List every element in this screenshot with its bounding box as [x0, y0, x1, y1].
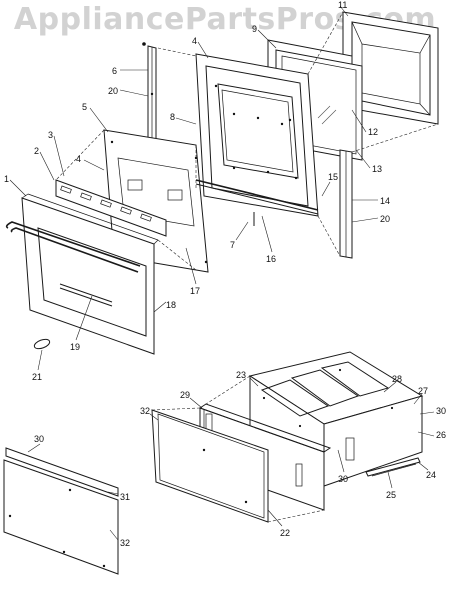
- callout-5: 5: [82, 102, 87, 112]
- drawer-slide-rail: [365, 457, 421, 477]
- callout-27: 27: [418, 386, 428, 396]
- callout-29: 29: [180, 390, 190, 400]
- callout-8: 8: [170, 112, 175, 122]
- callout-11: 11: [338, 0, 347, 10]
- callout-20b: 20: [380, 214, 390, 224]
- callout-4b: 4: [76, 154, 81, 164]
- callout-30c: 30: [34, 434, 44, 444]
- callout-7: 7: [230, 240, 235, 250]
- door-side-trim: [339, 149, 353, 259]
- callout-9: 9: [252, 24, 257, 34]
- callout-14: 14: [380, 196, 390, 206]
- callout-18: 18: [166, 300, 176, 310]
- lower-drawer-panel: [3, 447, 119, 575]
- callout-13: 13: [372, 164, 382, 174]
- callout-23: 23: [236, 370, 246, 380]
- callout-15: 15: [328, 172, 338, 182]
- callout-16: 16: [266, 254, 276, 264]
- callout-4a: 4: [192, 36, 197, 46]
- callout-3: 3: [48, 130, 53, 140]
- door-bottom-strips: [195, 179, 319, 226]
- clip-part: [33, 338, 51, 350]
- door-handle: [5, 221, 141, 307]
- callout-22: 22: [280, 528, 290, 538]
- callout-31: 31: [120, 492, 130, 502]
- door-vent-trim: [55, 179, 167, 237]
- callout-30b: 30: [338, 474, 348, 484]
- callout-30a: 30: [436, 406, 446, 416]
- callout-28: 28: [392, 374, 402, 384]
- callout-32a: 32: [140, 406, 150, 416]
- leader-lines: [9, 5, 435, 541]
- callout-26: 26: [436, 430, 446, 440]
- callout-25: 25: [386, 490, 396, 500]
- callout-19: 19: [70, 342, 80, 352]
- callout-21: 21: [32, 372, 42, 382]
- inner-door-frame: [195, 53, 319, 217]
- callout-24: 24: [426, 470, 436, 480]
- callout-2: 2: [34, 146, 39, 156]
- callout-32b: 32: [120, 538, 130, 548]
- callout-1: 1: [4, 174, 9, 184]
- callout-12: 12: [368, 127, 378, 137]
- callout-6: 6: [112, 66, 117, 76]
- callout-20a: 20: [108, 86, 118, 96]
- explode-lines: [55, 11, 439, 523]
- callout-17: 17: [190, 286, 200, 296]
- callout-labels: 11 9 4 6 20 8 5 3 2 1 4 12 13 14 20 15 1…: [4, 0, 446, 548]
